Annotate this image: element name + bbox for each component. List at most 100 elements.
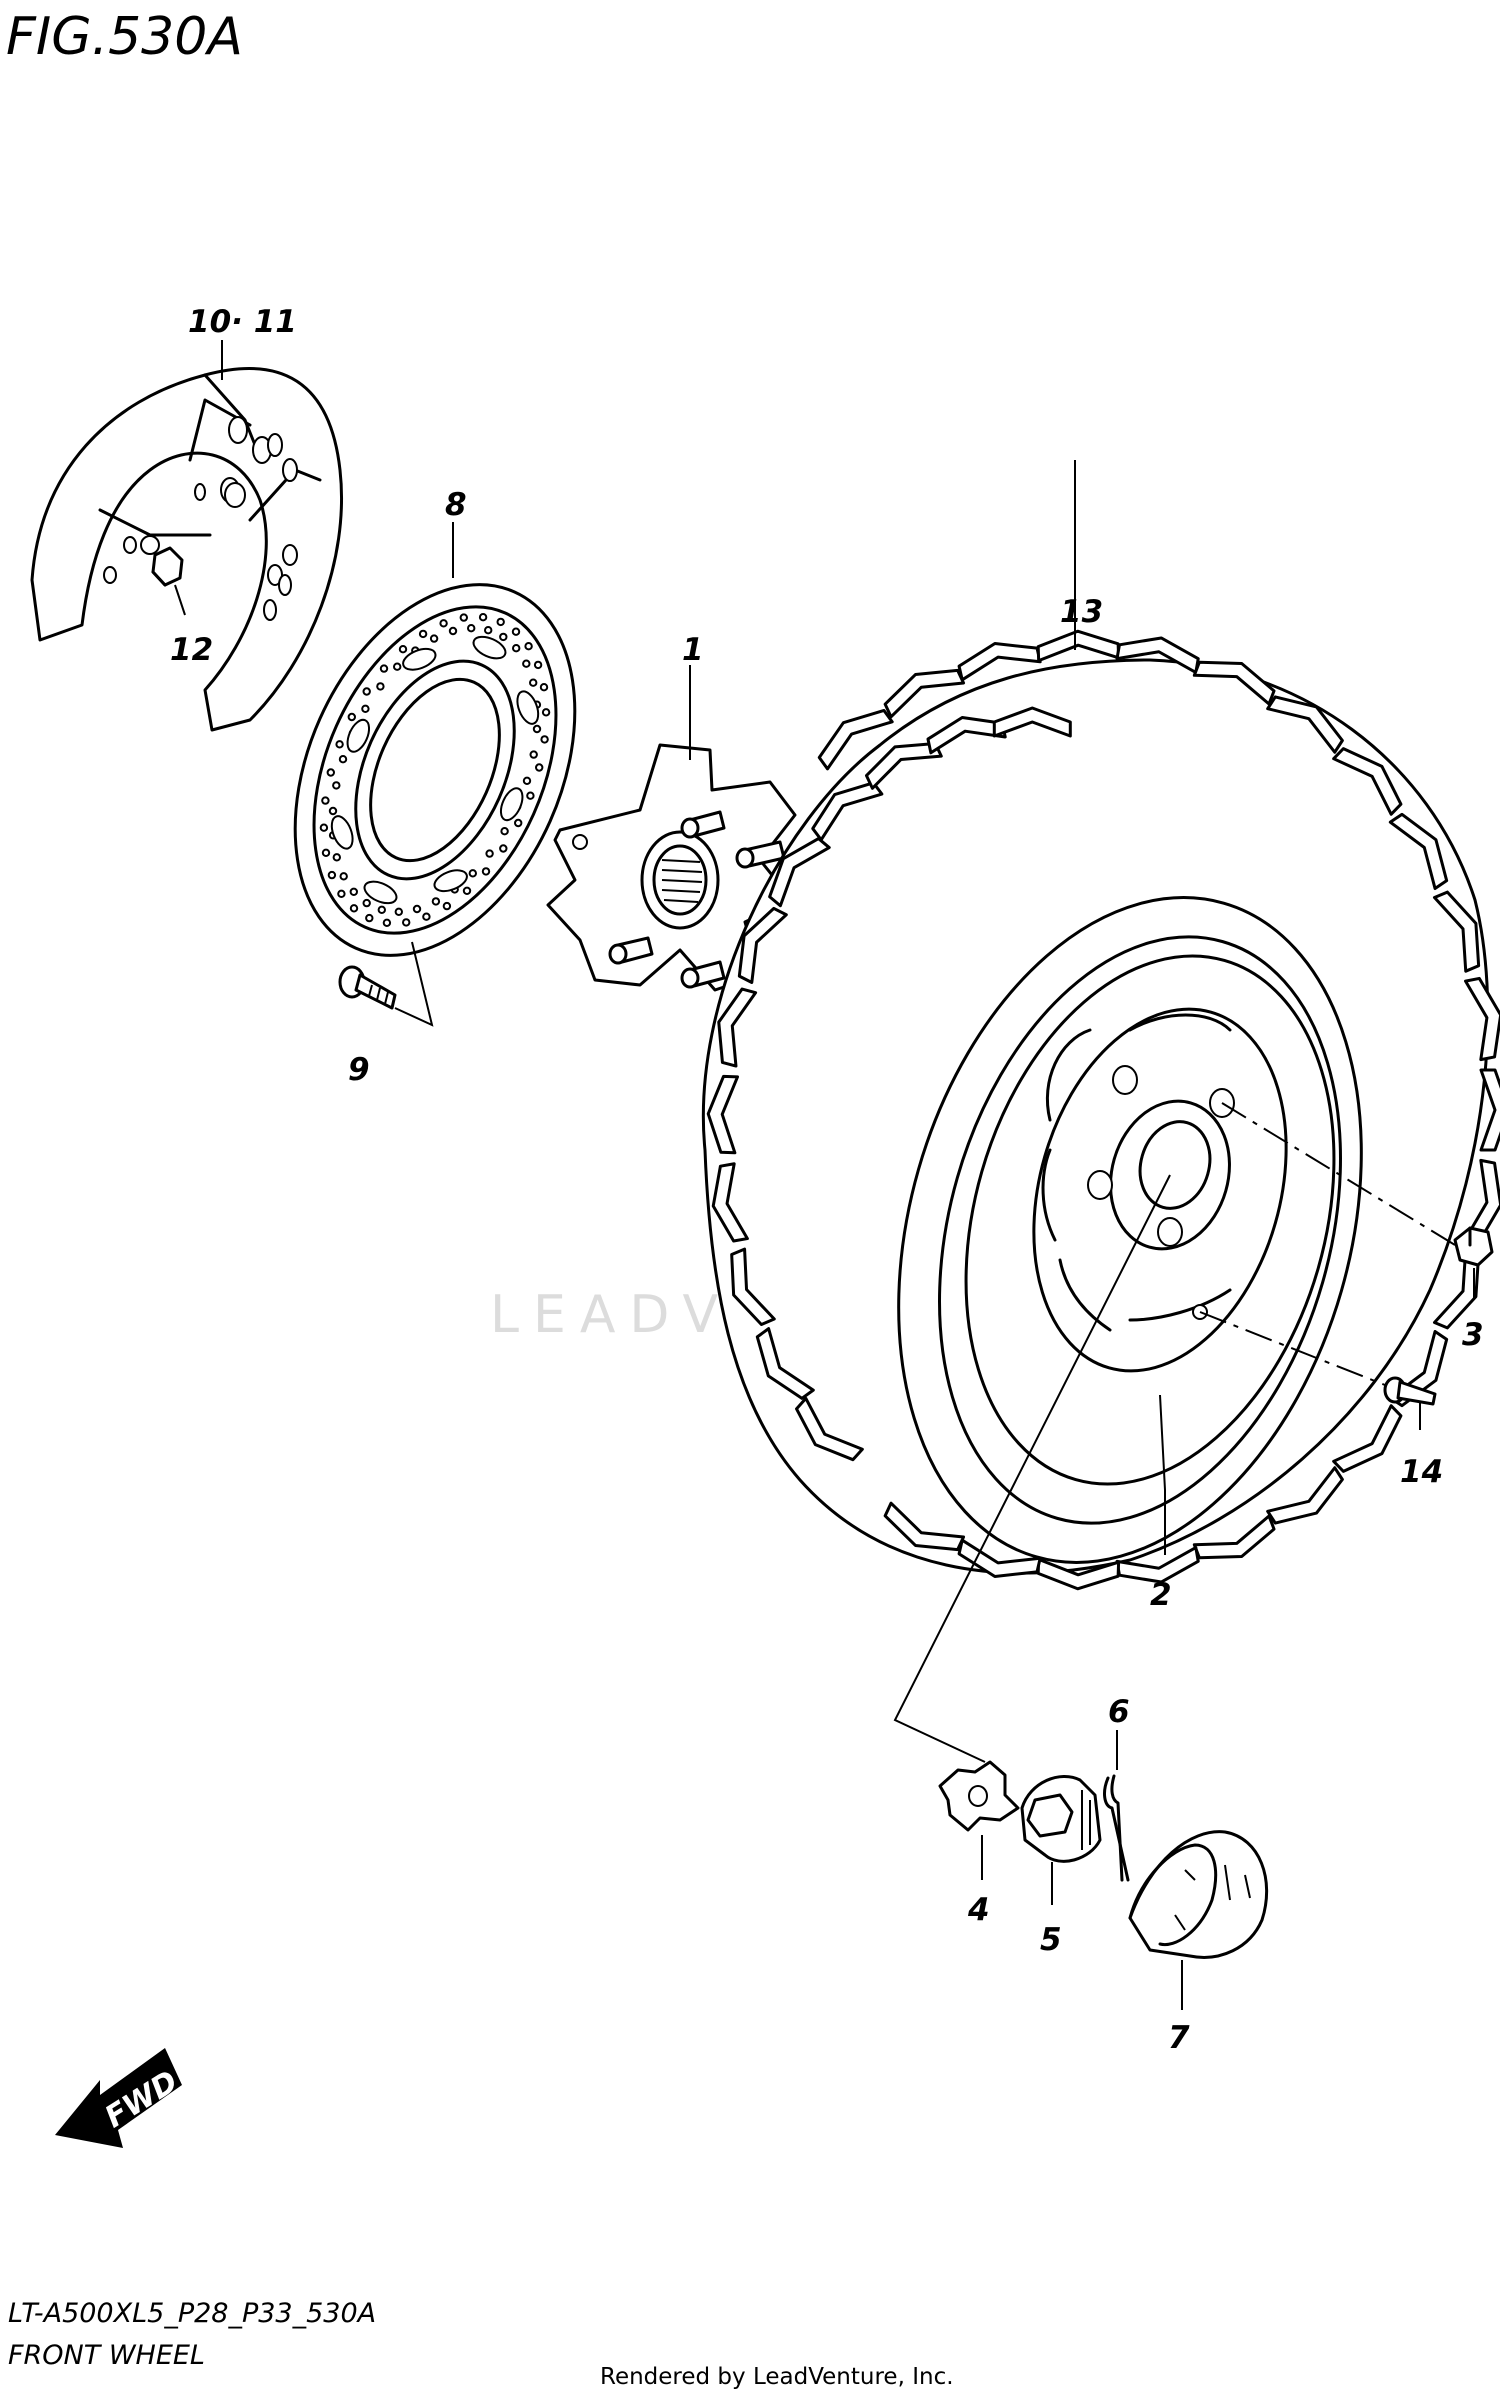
- disc-vent-hole: [319, 823, 329, 832]
- callout-12: 12: [170, 632, 213, 668]
- disc-vent-hole: [524, 642, 533, 651]
- brake-disc[interactable]: [241, 541, 630, 1000]
- tread-block: [795, 1396, 864, 1462]
- disc-vent-hole: [439, 619, 448, 628]
- callout-6: 6: [1108, 1694, 1130, 1730]
- tread-block: [717, 987, 758, 1068]
- disc-vent-hole: [332, 781, 341, 790]
- render-credit: Rendered by LeadVenture, Inc.: [600, 2364, 954, 2390]
- callout-10-11: 10· 11: [188, 304, 297, 340]
- wheel-nut[interactable]: [1453, 1226, 1494, 1267]
- tread-block: [883, 1501, 966, 1552]
- disc-vent-hole: [448, 626, 458, 636]
- disc-vent-hole: [535, 763, 544, 772]
- disc-vent-hole: [412, 904, 422, 914]
- section-name: FRONT WHEEL: [8, 2340, 205, 2371]
- disc-slot: [363, 880, 398, 905]
- disc-vent-hole: [478, 613, 488, 622]
- disc-vent-hole: [500, 827, 509, 836]
- tread-block: [730, 1247, 776, 1327]
- disc-vent-hole: [347, 712, 356, 722]
- tread-block: [883, 668, 966, 719]
- tread-block: [957, 642, 1042, 682]
- disc-vent-hole: [422, 912, 431, 921]
- tread-block: [864, 741, 943, 790]
- disc-vent-hole: [481, 867, 491, 876]
- tread-block: [1332, 747, 1403, 816]
- hub-cap[interactable]: [1128, 1830, 1269, 1959]
- disc-vent-hole: [529, 678, 538, 687]
- tread-block: [1192, 1514, 1276, 1560]
- disc-vent-hole: [418, 629, 428, 639]
- tread-block: [1036, 629, 1121, 663]
- disc-vent-hole: [467, 624, 476, 633]
- disc-vent-hole: [327, 870, 337, 880]
- disc-vent-hole: [328, 806, 338, 816]
- disc-vent-hole: [540, 735, 549, 744]
- disc-vent-hole: [541, 708, 551, 717]
- tread-block: [992, 706, 1072, 738]
- disc-vent-hole: [533, 660, 543, 670]
- wheel-rim[interactable]: [825, 843, 1435, 1618]
- disc-vent-hole: [393, 662, 402, 671]
- callout-8: 8: [445, 487, 467, 523]
- callout-3: 3: [1462, 1317, 1484, 1353]
- disc-vent-hole: [337, 889, 346, 898]
- wheel-hub[interactable]: [546, 743, 797, 992]
- disc-vent-hole: [362, 687, 371, 696]
- disc-vent-hole: [499, 844, 508, 853]
- disc-slot: [402, 647, 437, 671]
- disc-vent-hole: [442, 901, 452, 911]
- callout-14: 14: [1400, 1454, 1443, 1490]
- callout-4: 4: [967, 1892, 990, 1928]
- castle-nut[interactable]: [1020, 1775, 1102, 1863]
- disc-vent-hole: [431, 897, 441, 906]
- tread-block: [737, 906, 788, 984]
- cover-bolt[interactable]: [151, 546, 184, 587]
- disc-vent-hole: [459, 613, 468, 622]
- disc-slot: [433, 869, 468, 893]
- disc-slot: [346, 718, 371, 753]
- callout-2: 2: [1150, 1577, 1172, 1613]
- cotter-pin[interactable]: [1103, 1774, 1130, 1882]
- disc-vent-hole: [512, 644, 521, 653]
- disc-vent-hole: [429, 634, 439, 643]
- disc-slot: [499, 787, 524, 822]
- disc-vent-hole: [539, 683, 549, 692]
- brake-disc-cover[interactable]: [30, 367, 344, 732]
- disc-vent-hole: [362, 898, 371, 908]
- tread-block: [1388, 812, 1449, 890]
- disc-vent-hole: [462, 886, 472, 895]
- disc-vent-hole: [365, 913, 374, 923]
- callout-1: 1: [682, 632, 704, 668]
- disc-vent-hole: [529, 750, 538, 759]
- tread-block: [711, 1162, 749, 1243]
- callout-5: 5: [1040, 1922, 1062, 1958]
- lock-washer[interactable]: [938, 1760, 1020, 1832]
- tread-block: [1332, 1404, 1403, 1473]
- disc-vent-hole: [511, 627, 521, 636]
- disc-vent-hole: [526, 791, 535, 800]
- disc-vent-hole: [338, 755, 348, 764]
- callout-7: 7: [1168, 2020, 1190, 2056]
- tread-block: [811, 781, 884, 842]
- tread-block: [1266, 1466, 1344, 1525]
- disc-vent-hole: [349, 887, 358, 896]
- disc-vent-hole: [349, 904, 359, 913]
- disc-vent-hole: [382, 918, 392, 927]
- callout-13: 13: [1060, 594, 1103, 630]
- disc-vent-hole: [484, 626, 493, 635]
- disc-vent-hole: [376, 682, 385, 691]
- disc-vent-hole: [522, 776, 532, 785]
- disc-slot: [330, 815, 354, 850]
- disc-vent-hole: [377, 905, 386, 914]
- disc-bolt[interactable]: [338, 965, 397, 1010]
- disc-vent-hole: [522, 659, 531, 668]
- tread-block: [926, 715, 1007, 755]
- disc-slot: [516, 690, 540, 725]
- tread-block: [1432, 890, 1481, 973]
- valve-stem[interactable]: [1383, 1376, 1437, 1406]
- disc-vent-hole: [496, 617, 505, 627]
- tread-block: [817, 708, 894, 771]
